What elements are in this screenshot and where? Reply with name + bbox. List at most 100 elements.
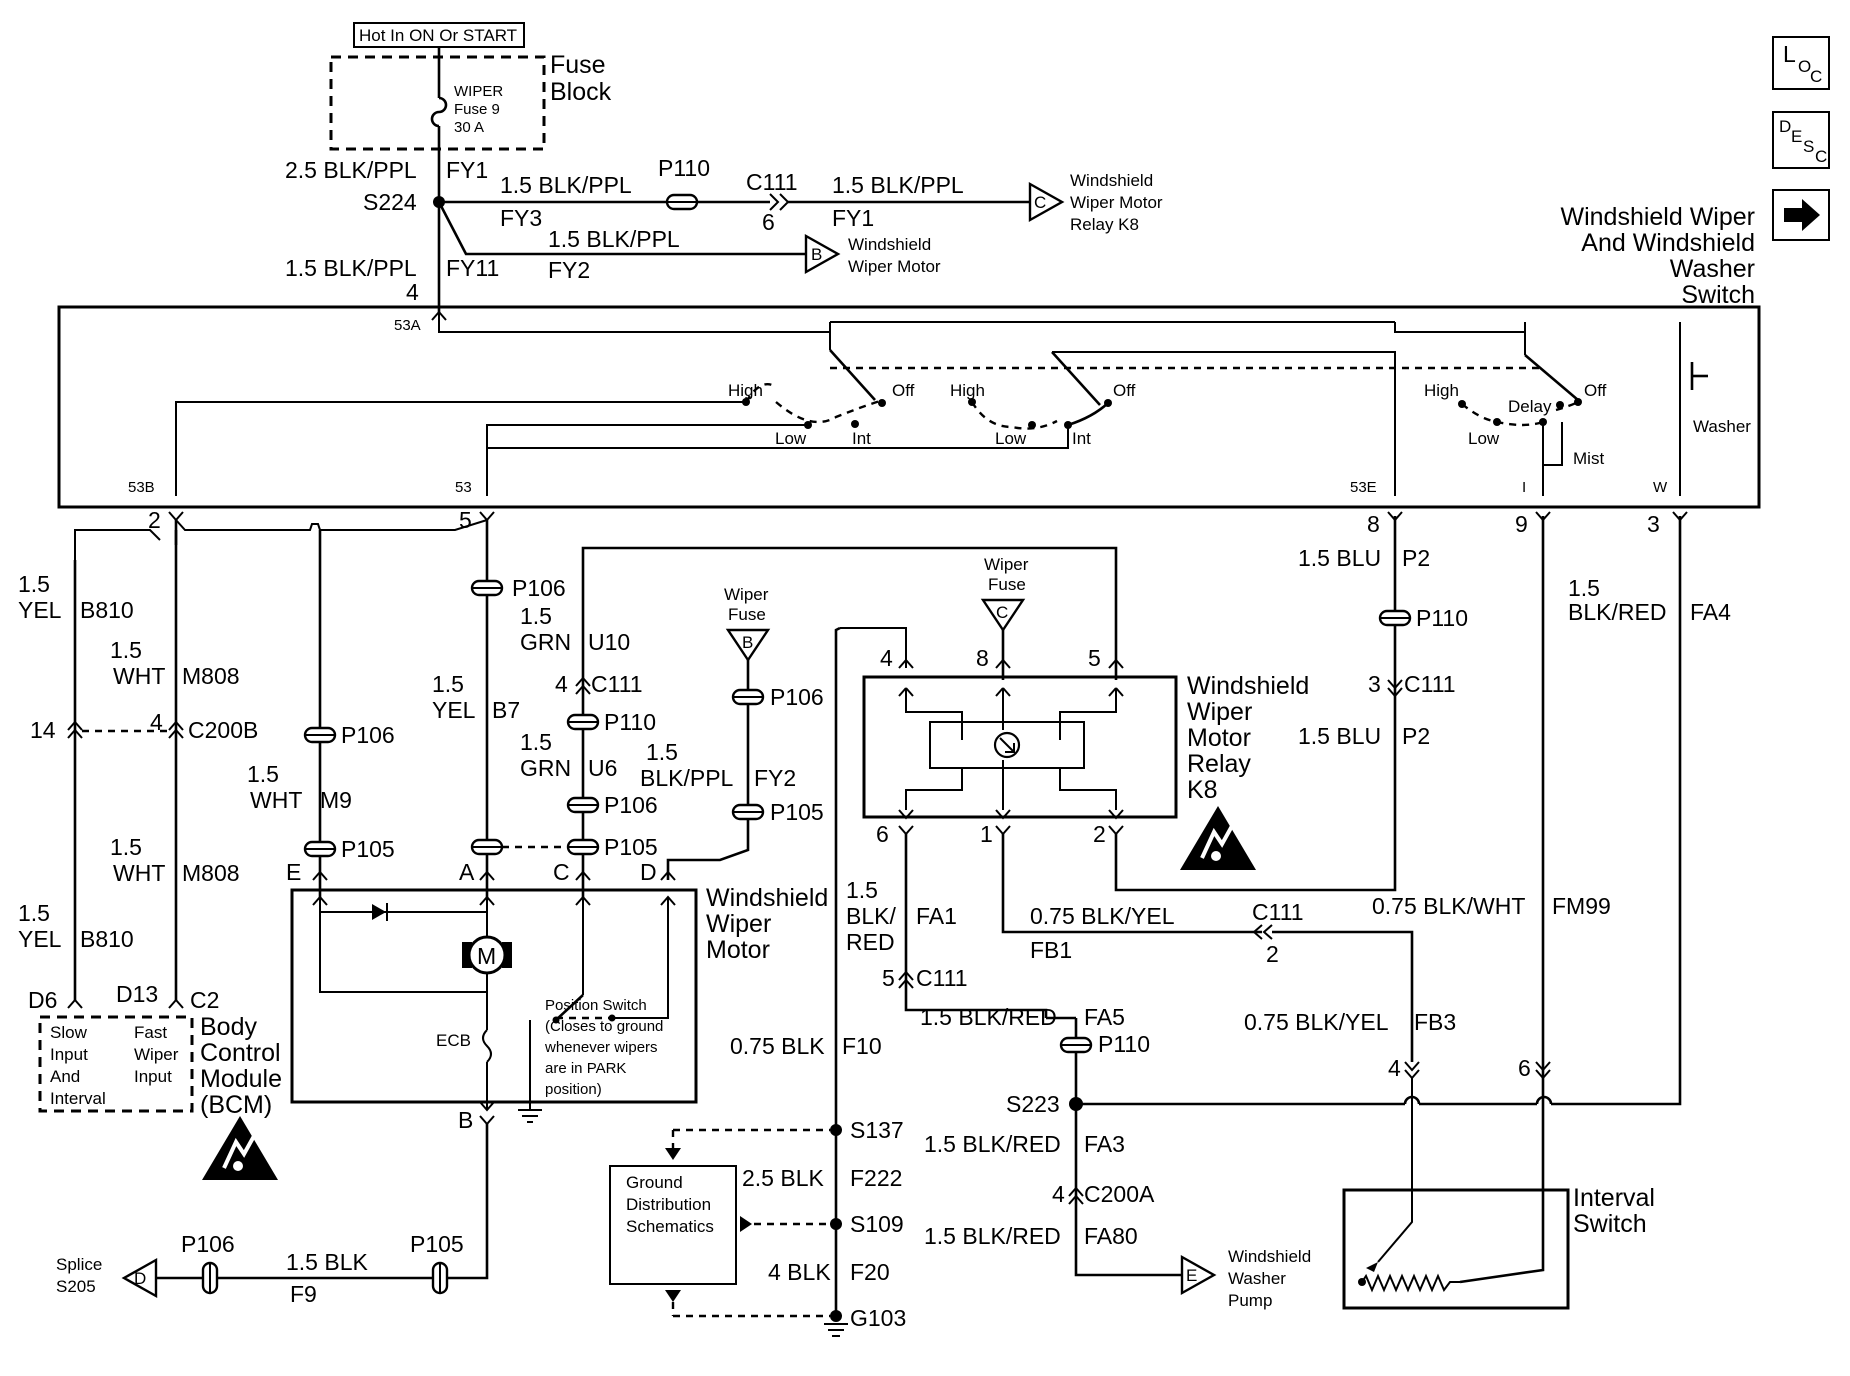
- svg-text:Wiper: Wiper: [706, 910, 771, 938]
- loc-icon: L O C: [1772, 36, 1830, 90]
- svg-text:FA4: FA4: [1690, 599, 1731, 625]
- svg-text:P2: P2: [1402, 545, 1430, 571]
- switch-title-1: Windshield Wiper: [1560, 203, 1755, 231]
- svg-text:1.5 BLK/RED: 1.5 BLK/RED: [924, 1223, 1061, 1249]
- svg-text:1.5 BLK: 1.5 BLK: [286, 1249, 368, 1275]
- svg-text:9: 9: [1515, 511, 1528, 537]
- svg-text:1.5: 1.5: [520, 603, 552, 629]
- svg-text:BLK/RED: BLK/RED: [1568, 599, 1666, 625]
- svg-text:1.5: 1.5: [110, 834, 142, 860]
- svg-text:2: 2: [148, 507, 161, 533]
- svg-text:High: High: [728, 381, 763, 400]
- bcm-section: 1.5 YEL B810 1.5 WHT M808 14 4 C200B P10…: [18, 511, 495, 1182]
- svg-text:High: High: [1424, 381, 1459, 400]
- svg-text:1.5: 1.5: [432, 671, 464, 697]
- svg-text:8: 8: [1367, 511, 1380, 537]
- svg-text:P105: P105: [604, 834, 658, 860]
- svg-text:53B: 53B: [128, 479, 155, 496]
- circuit-fy3: FY3: [500, 205, 542, 231]
- svg-text:B: B: [742, 633, 753, 652]
- svg-text:M808: M808: [182, 860, 240, 886]
- svg-text:WHT: WHT: [250, 787, 302, 813]
- svg-text:C: C: [1815, 147, 1827, 166]
- svg-text:4: 4: [880, 645, 893, 671]
- svg-text:Washer: Washer: [1228, 1269, 1286, 1288]
- svg-text:5: 5: [1088, 645, 1101, 671]
- svg-text:2.5 BLK: 2.5 BLK: [742, 1165, 824, 1191]
- svg-text:Windshield: Windshield: [1187, 672, 1309, 700]
- svg-text:Mist: Mist: [1573, 449, 1604, 468]
- svg-text:3: 3: [1368, 671, 1381, 697]
- svg-text:1.5 BLU: 1.5 BLU: [1298, 545, 1381, 571]
- svg-text:(BCM): (BCM): [200, 1091, 272, 1119]
- svg-text:P105: P105: [410, 1231, 464, 1257]
- svg-text:Distribution: Distribution: [626, 1195, 711, 1214]
- relay-ref-line3: Relay K8: [1070, 215, 1139, 234]
- svg-text:Windshield: Windshield: [1228, 1247, 1311, 1266]
- svg-text:3: 3: [1647, 511, 1660, 537]
- svg-text:6: 6: [1518, 1055, 1531, 1081]
- svg-text:1.5 BLK/RED: 1.5 BLK/RED: [924, 1131, 1061, 1157]
- svg-text:Wiper: Wiper: [724, 585, 769, 604]
- svg-text:Position Switch: Position Switch: [545, 997, 647, 1014]
- svg-text:Wiper: Wiper: [134, 1045, 179, 1064]
- svg-text:S205: S205: [56, 1277, 96, 1296]
- svg-text:Relay: Relay: [1187, 750, 1251, 778]
- svg-text:E: E: [1791, 127, 1802, 146]
- esd-sensitive-icon: [200, 1114, 280, 1182]
- svg-text:S109: S109: [850, 1211, 904, 1237]
- svg-text:S: S: [1803, 137, 1814, 156]
- svg-text:B7: B7: [492, 697, 520, 723]
- svg-text:Ground: Ground: [626, 1173, 683, 1192]
- svg-text:W: W: [1653, 479, 1668, 496]
- svg-text:2: 2: [1093, 821, 1106, 847]
- svg-text:1.5: 1.5: [247, 761, 279, 787]
- svg-text:B810: B810: [80, 597, 134, 623]
- svg-text:M9: M9: [320, 787, 352, 813]
- wire-fy11: 1.5 BLK/PPL: [285, 255, 417, 281]
- arrow-right-icon: [1772, 189, 1830, 241]
- svg-text:U6: U6: [588, 755, 617, 781]
- svg-text:8: 8: [976, 645, 989, 671]
- motor-ref-line1: Windshield: [848, 235, 931, 254]
- svg-text:FM99: FM99: [1552, 893, 1611, 919]
- svg-text:4 BLK: 4 BLK: [768, 1259, 831, 1285]
- svg-text:1.5: 1.5: [18, 900, 50, 926]
- circuit-fy1-b: FY1: [832, 205, 874, 231]
- ref-b: B: [811, 245, 822, 264]
- svg-text:A: A: [459, 859, 475, 885]
- svg-text:4: 4: [1388, 1055, 1401, 1081]
- svg-text:53: 53: [455, 479, 472, 496]
- switch-title-3: Washer: [1670, 255, 1755, 283]
- svg-text:Input: Input: [50, 1045, 88, 1064]
- svg-text:Interval: Interval: [1573, 1184, 1655, 1212]
- svg-text:C200B: C200B: [188, 717, 258, 743]
- svg-text:P110: P110: [1416, 605, 1468, 631]
- svg-text:C2: C2: [190, 987, 219, 1013]
- svg-text:Motor: Motor: [1187, 724, 1251, 752]
- svg-text:P2: P2: [1402, 723, 1430, 749]
- svg-text:0.75 BLK/YEL: 0.75 BLK/YEL: [1030, 903, 1175, 929]
- pin-4: 4: [406, 279, 419, 305]
- svg-text:E: E: [286, 859, 301, 885]
- svg-text:P110: P110: [604, 709, 656, 735]
- svg-text:O: O: [1798, 57, 1811, 76]
- svg-text:53A: 53A: [394, 317, 421, 334]
- center-wires: 1.5 BLK/ RED FA1 5 C111 1.5 BLK/RED FA5 …: [609, 516, 1682, 1337]
- svg-text:P105: P105: [770, 799, 824, 825]
- right-wires: 1.5 BLU P2 P110 3 C111 1.5 BLU P2 1.5 BL…: [1244, 511, 1731, 1310]
- svg-text:GRN: GRN: [520, 755, 571, 781]
- svg-text:U10: U10: [588, 629, 630, 655]
- svg-text:Off: Off: [892, 381, 915, 400]
- circuit-fy1: FY1: [446, 157, 488, 183]
- svg-text:1.5: 1.5: [1568, 575, 1600, 601]
- svg-text:0.75 BLK/WHT: 0.75 BLK/WHT: [1372, 893, 1525, 919]
- svg-text:WHT: WHT: [113, 663, 165, 689]
- svg-text:C: C: [996, 603, 1008, 622]
- svg-text:Wiper: Wiper: [1187, 698, 1252, 726]
- svg-text:Fuse: Fuse: [988, 575, 1026, 594]
- svg-text:Int: Int: [852, 429, 871, 448]
- connector-c111-pin: 6: [762, 209, 775, 235]
- circuit-fy11: FY11: [446, 255, 499, 281]
- svg-text:WHT: WHT: [113, 860, 165, 886]
